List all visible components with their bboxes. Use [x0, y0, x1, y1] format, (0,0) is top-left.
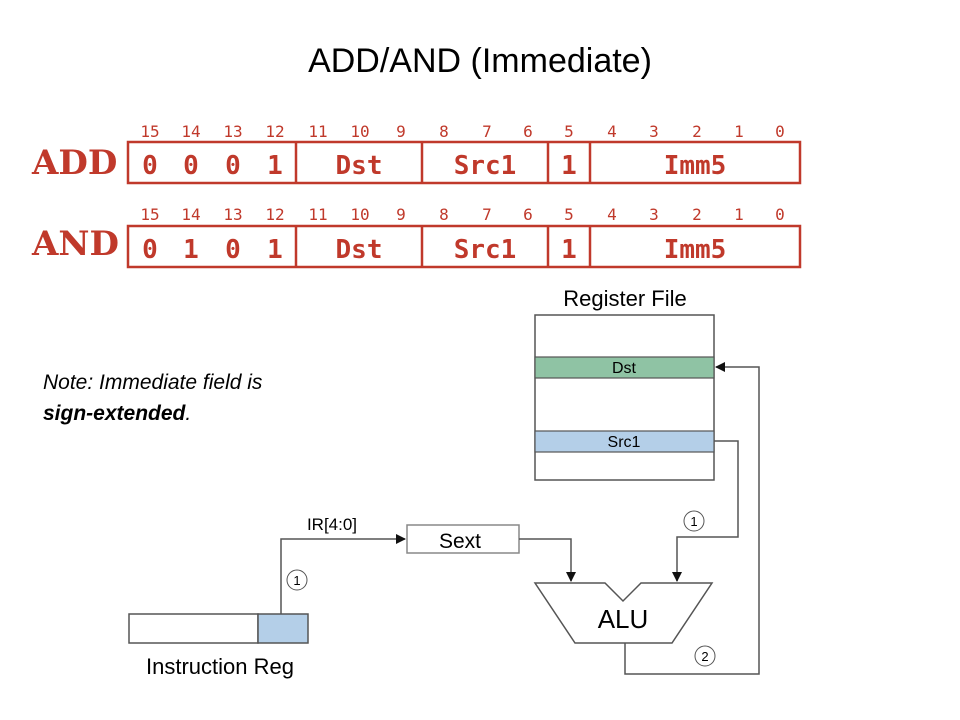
bit-8: 8	[439, 205, 449, 224]
bit-6: 6	[523, 122, 533, 141]
and-dst-field: Dst	[336, 235, 383, 265]
alu-shape	[533, 582, 714, 644]
add-opcode-bit-15: 0	[142, 151, 158, 181]
bit-1: 1	[734, 205, 744, 224]
note-line-2: sign-extended.	[43, 402, 191, 425]
add-encoding-box	[126, 140, 802, 185]
page-title: ADD/AND (Immediate)	[308, 42, 652, 80]
bit-0: 0	[775, 205, 785, 224]
bit-13: 13	[223, 122, 242, 141]
and-imm5-field: Imm5	[664, 235, 727, 265]
step-1-label: 1	[690, 514, 697, 529]
bit-2: 2	[692, 122, 702, 141]
bit-6: 6	[523, 205, 533, 224]
ir-slice-label: IR[4:0]	[307, 515, 357, 534]
register-file-box	[534, 314, 715, 481]
bit-7: 7	[482, 205, 492, 224]
bit-14: 14	[181, 205, 200, 224]
add-src1-field: Src1	[454, 151, 517, 181]
and-opcode-bit-14: 1	[183, 235, 199, 265]
src1-to-alu-wire	[672, 440, 739, 582]
bit-7: 7	[482, 122, 492, 141]
step-marker-ir: 1	[286, 569, 308, 591]
note-period: .	[185, 402, 191, 425]
add-encoding: 15 14 13 12 11 10 9 8 7 6 5 4 3 2 1 0 AD…	[31, 122, 802, 185]
and-opcode-bit-15: 0	[142, 235, 158, 265]
bit-10: 10	[350, 122, 369, 141]
alu: ALU	[533, 582, 714, 644]
and-mnemonic: AND	[31, 224, 119, 264]
add-mode-bit: 1	[561, 151, 577, 181]
bit-5: 5	[564, 122, 574, 141]
dst-register-label: Dst	[612, 360, 637, 377]
add-imm5-field: Imm5	[664, 151, 727, 181]
alu-label: ALU	[598, 604, 649, 634]
and-bit-numbers: 15 14 13 12 11 10 9 8 7 6 5 4 3 2 1 0	[140, 205, 784, 224]
bit-10: 10	[350, 205, 369, 224]
bit-12: 12	[265, 205, 284, 224]
alu-to-dst-wire	[624, 362, 760, 675]
add-opcode-bit-14: 0	[183, 151, 199, 181]
bit-13: 13	[223, 205, 242, 224]
sign-extend-note: Note: Immediate field is sign-extended.	[43, 371, 263, 425]
bit-3: 3	[649, 205, 659, 224]
add-dst-field: Dst	[336, 151, 383, 181]
bit-9: 9	[396, 205, 406, 224]
src1-register-label: Src1	[608, 434, 641, 451]
bit-4: 4	[607, 122, 617, 141]
instruction-register-label: Instruction Reg	[146, 654, 294, 679]
bit-4: 4	[607, 205, 617, 224]
bit-8: 8	[439, 122, 449, 141]
and-opcode-bit-12: 1	[267, 235, 283, 265]
bit-14: 14	[181, 122, 200, 141]
bit-15: 15	[140, 205, 159, 224]
instruction-register: Instruction Reg	[128, 613, 309, 679]
bit-11: 11	[308, 205, 327, 224]
and-encoding: 15 14 13 12 11 10 9 8 7 6 5 4 3 2 1 0 AN…	[31, 205, 802, 269]
add-opcode-bit-13: 0	[225, 151, 241, 181]
add-bit-numbers: 15 14 13 12 11 10 9 8 7 6 5 4 3 2 1 0	[140, 122, 784, 141]
register-file-title: Register File	[563, 286, 686, 311]
datapath-wires	[280, 362, 760, 675]
bit-9: 9	[396, 122, 406, 141]
step-marker-writeback: 2	[694, 645, 716, 667]
dst-register	[534, 356, 715, 379]
sext-unit: Sext	[406, 524, 520, 554]
step-marker-src1: 1	[683, 510, 705, 532]
step-2-label: 2	[701, 649, 708, 664]
bit-5: 5	[564, 205, 574, 224]
bit-1: 1	[734, 122, 744, 141]
and-encoding-box	[126, 224, 802, 269]
and-opcode-bit-13: 0	[225, 235, 241, 265]
add-opcode-bit-12: 1	[267, 151, 283, 181]
bit-15: 15	[140, 122, 159, 141]
bit-2: 2	[692, 205, 702, 224]
and-mode-bit: 1	[561, 235, 577, 265]
ir-imm5-slice	[257, 613, 309, 644]
and-src1-field: Src1	[454, 235, 517, 265]
bit-3: 3	[649, 122, 659, 141]
instruction-register-box	[128, 613, 259, 644]
bit-12: 12	[265, 122, 284, 141]
sext-to-alu-wire	[519, 538, 576, 582]
step-1-label: 1	[293, 573, 300, 588]
register-file: Register File Dst Src1	[534, 286, 715, 481]
bit-11: 11	[308, 122, 327, 141]
note-emphasis: sign-extended	[43, 402, 187, 425]
ir-to-sext-wire	[280, 534, 406, 614]
sext-label: Sext	[439, 530, 481, 553]
add-mnemonic: ADD	[31, 143, 117, 183]
bit-0: 0	[775, 122, 785, 141]
note-line-1: Note: Immediate field is	[43, 371, 263, 394]
